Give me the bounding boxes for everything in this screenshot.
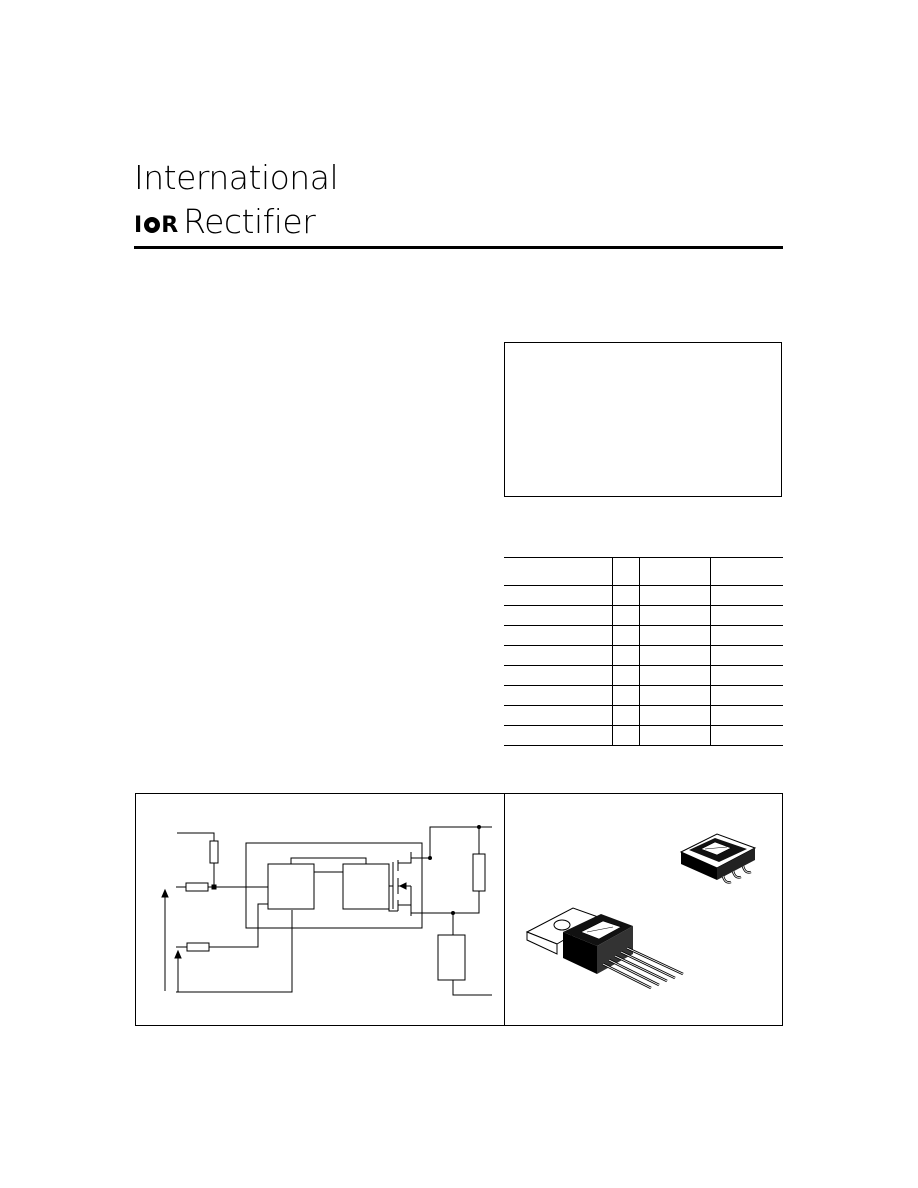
table-row (504, 557, 783, 586)
figure-divider (504, 794, 505, 1025)
table-row (504, 625, 783, 646)
logo-text-international: International (134, 158, 339, 197)
to220-package-icon (525, 907, 684, 990)
table-row (504, 585, 783, 606)
table-row (504, 705, 783, 726)
circuit-schematic (161, 825, 492, 996)
table-row (504, 685, 783, 706)
ior-mark-o-icon (144, 217, 161, 233)
package-illustrations (525, 833, 757, 990)
product-summary-box (504, 342, 782, 497)
table-row (504, 645, 783, 666)
table-row (504, 605, 783, 626)
header-rule (134, 246, 783, 249)
smd-package-icon (679, 833, 757, 884)
logo-text-rectifier: Rectifier (183, 202, 316, 241)
table-row (504, 665, 783, 686)
figure-box (135, 793, 783, 1026)
table-row (504, 725, 783, 746)
ratings-table (504, 557, 783, 746)
